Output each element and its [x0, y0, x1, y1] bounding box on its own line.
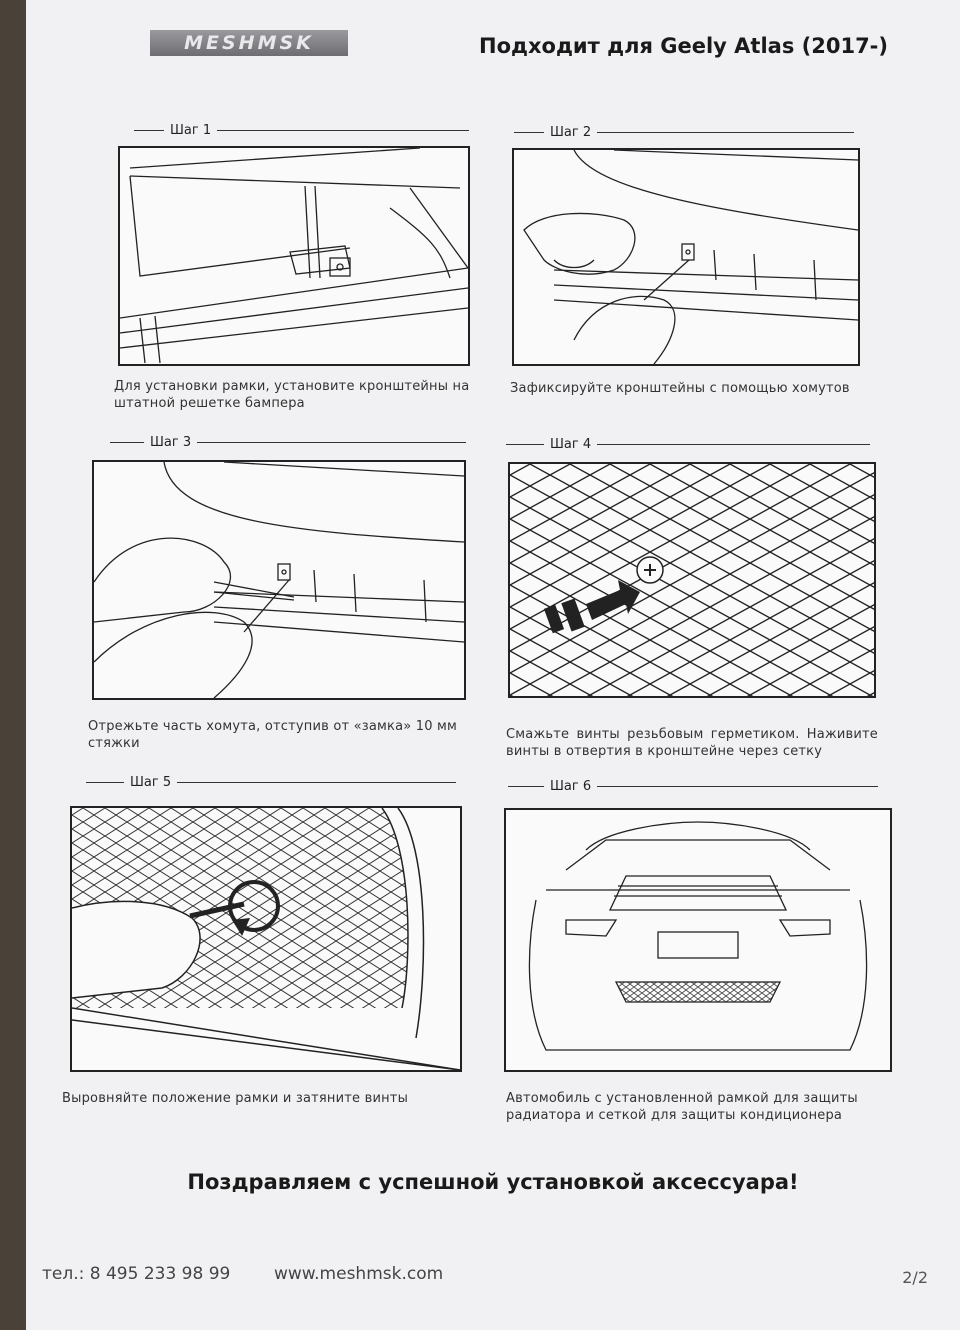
- step-4-label: Шаг 4: [550, 436, 592, 452]
- step-6-caption: Автомобиль с установленной рамкой для за…: [506, 1091, 858, 1123]
- step-3-caption: Отрежьте часть хомута, отступив от «замк…: [88, 719, 458, 751]
- step-5-illustration: [70, 806, 462, 1072]
- step-3-label: Шаг 3: [150, 434, 192, 450]
- step-1-illustration: [118, 146, 470, 366]
- footer-phone: тел.: 8 495 233 98 99: [42, 1264, 231, 1284]
- zip-tie-fastening-drawing: [523, 150, 858, 364]
- step-4-illustration: [508, 462, 876, 698]
- step-3-heading: Шаг 3: [110, 432, 466, 452]
- footer-website: www.meshmsk.com: [274, 1264, 444, 1284]
- mesh-screw-drawing: [510, 464, 874, 696]
- step-1-label: Шаг 1: [170, 122, 212, 138]
- step-2-illustration: [512, 148, 860, 366]
- page-number: 2/2: [902, 1268, 928, 1287]
- step-2-heading: Шаг 2: [514, 122, 854, 142]
- page-title: Подходит для Geely Atlas (2017-): [479, 34, 888, 58]
- step-1-caption: Для установки рамки, установите кронштей…: [114, 379, 470, 411]
- step-2-label: Шаг 2: [550, 124, 592, 140]
- step-1-heading: Шаг 1: [134, 120, 469, 140]
- congratulations-message: Поздравляем с успешной установкой аксесс…: [187, 1170, 799, 1194]
- step-5-heading: Шаг 5: [86, 772, 456, 792]
- step-3-illustration: [92, 460, 466, 700]
- car-front-drawing: [528, 821, 868, 1051]
- step-6-heading: Шаг 6: [508, 776, 878, 796]
- meshmsk-logo: MESHMSK: [150, 30, 348, 56]
- step-6-label: Шаг 6: [550, 778, 592, 794]
- step-4-caption: Смажьте винты резьбовым герметиком. Нажи…: [506, 727, 878, 759]
- cut-zip-tie-drawing: [94, 462, 464, 698]
- bumper-bracket-drawing: [120, 148, 468, 364]
- tighten-screws-drawing: [72, 808, 460, 1070]
- step-2-caption: Зафиксируйте кронштейны с помощью хомуто…: [510, 381, 850, 396]
- step-4-heading: Шаг 4: [506, 434, 870, 454]
- step-6-illustration: [504, 808, 892, 1072]
- step-5-label: Шаг 5: [130, 774, 172, 790]
- step-5-caption: Выровняйте положение рамки и затяните ви…: [62, 1091, 409, 1106]
- instruction-sheet: MESHMSK Подходит для Geely Atlas (2017-)…: [26, 0, 960, 1330]
